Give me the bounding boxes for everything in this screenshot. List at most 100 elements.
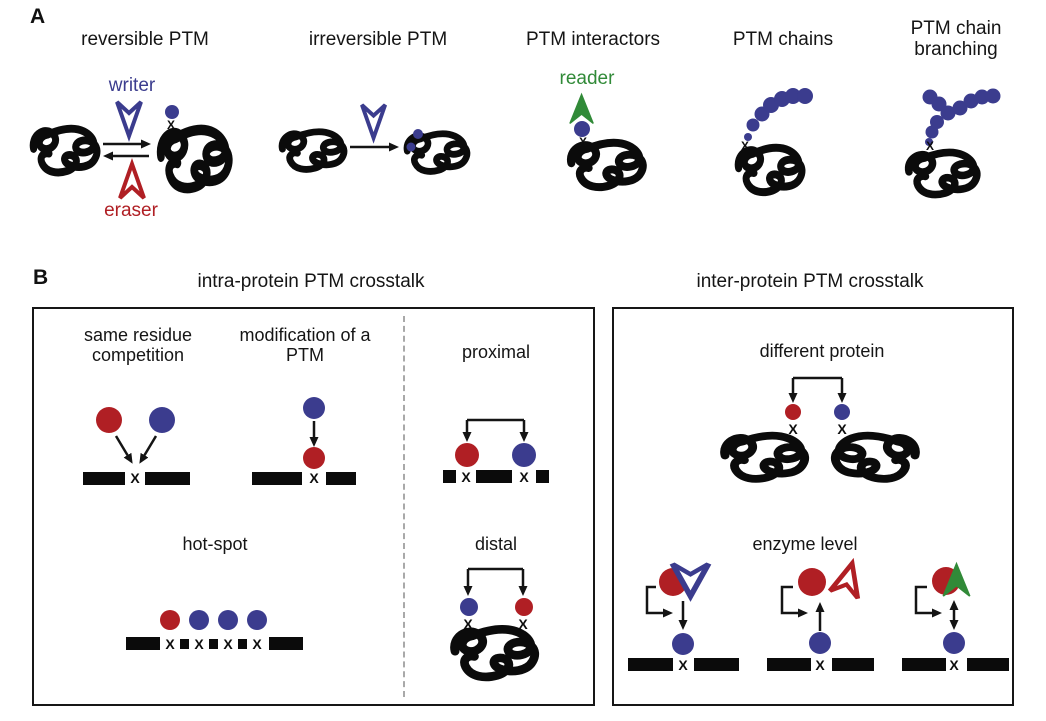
x-residue-marker: X <box>519 469 529 485</box>
x-residue-marker: X <box>815 657 825 673</box>
x-residue-marker: X <box>223 636 233 652</box>
enzyme-level-label: enzyme level <box>752 534 858 554</box>
x-residue-marker: X <box>788 421 798 437</box>
writer-arrowhead-icon <box>359 102 388 140</box>
ptm-dot-blue <box>943 632 965 654</box>
substrate-bar <box>326 472 356 485</box>
substrate-bars <box>83 470 1009 671</box>
reader-arrowhead-icon <box>569 93 594 125</box>
inter-protein-box <box>612 307 1014 706</box>
title-ptm-interactors: PTM interactors <box>525 29 661 50</box>
substrate-bar <box>628 658 673 671</box>
intra-protein-box <box>32 307 595 706</box>
substrate-bar <box>443 470 456 483</box>
panel-b-label: B <box>33 266 49 289</box>
ptm-dot-red <box>785 404 801 420</box>
substrate-bar <box>767 658 811 671</box>
branch-dot <box>952 100 968 116</box>
inter-protein-title: inter-protein PTM crosstalk <box>696 271 924 292</box>
protein-squiggle <box>571 143 643 187</box>
intra-protein-title: intra-protein PTM crosstalk <box>197 271 425 292</box>
substrate-bar <box>902 658 946 671</box>
substrate-bar <box>145 472 190 485</box>
title-reversible-ptm: reversible PTM <box>81 29 209 50</box>
eraser-arrowhead-icon <box>118 162 146 200</box>
x-residue-marker: X <box>194 636 204 652</box>
panel-a-label: A <box>30 5 46 28</box>
substrate-bar <box>238 639 247 649</box>
x-residue-marker: X <box>518 616 528 632</box>
protein-squiggle <box>407 134 467 172</box>
x-residue-marker: X <box>925 139 935 153</box>
substrate-bar <box>180 639 189 649</box>
competition-arrow-right <box>139 435 158 464</box>
ptm-dot-blue <box>672 633 694 655</box>
x-residue-marker: X <box>463 616 473 632</box>
chain-dot <box>744 133 752 141</box>
x-residue-marker: X <box>166 118 176 132</box>
chain-dot <box>746 118 760 132</box>
intra-box-divider <box>403 316 405 697</box>
branch-dot <box>974 89 990 105</box>
enzyme-dot-red <box>798 568 826 596</box>
x-residue-marker: X <box>678 657 688 673</box>
ptm-dot-blue <box>834 404 850 420</box>
substrate-bar <box>694 658 739 671</box>
title-ptm-chains: PTM chains <box>732 29 834 50</box>
substrate-bar <box>832 658 874 671</box>
enzyme-induce-arrow <box>914 585 942 618</box>
writer-arrowhead-icon <box>115 100 143 138</box>
ptm-dot-red <box>160 610 180 630</box>
ptm-dot-blue <box>460 598 478 616</box>
substrate-bar <box>83 472 125 485</box>
ptm-dot-blue <box>512 443 536 467</box>
ptm-dot-red <box>303 447 325 469</box>
ptm-dot-blue <box>247 610 267 630</box>
ptm-dot-red <box>455 443 479 467</box>
eraser-label: eraser <box>104 200 158 221</box>
ptm-dot-blue <box>406 142 416 152</box>
ptm-dot-blue <box>574 121 590 137</box>
ptm-dot-blue <box>149 407 175 433</box>
proximal-label: proximal <box>461 342 531 362</box>
ptm-dot-red <box>96 407 122 433</box>
title-irreversible-ptm: irreversible PTM <box>308 29 448 50</box>
x-residue-marker: X <box>130 470 140 486</box>
x-residue-marker: X <box>949 657 959 673</box>
modification-of-a-ptm-label: modification of a PTM <box>239 325 371 366</box>
branch-dot <box>985 88 1001 104</box>
ptm-dots <box>96 88 1001 655</box>
protein-squiggle <box>282 132 344 170</box>
protein-squiggle <box>738 148 802 192</box>
substrate-bar <box>536 470 549 483</box>
protein-squiggle <box>161 130 229 188</box>
ptm-dot-red <box>515 598 533 616</box>
chain-dot <box>797 88 813 104</box>
x-residue-marker: X <box>740 139 750 153</box>
competition-arrow-left <box>114 435 133 464</box>
different-protein-label: different protein <box>759 341 885 361</box>
hot-spot-label: hot-spot <box>182 534 248 554</box>
writer-label: writer <box>108 75 156 96</box>
ptm-dot-blue <box>809 632 831 654</box>
distal-label: distal <box>474 534 518 554</box>
enzyme-induce-arrow <box>645 585 673 618</box>
ptm-dot-blue <box>303 397 325 419</box>
substrate-bar <box>209 639 218 649</box>
branch-dot <box>925 138 933 146</box>
ptm-dot-blue <box>165 105 179 119</box>
substrate-bar <box>967 658 1009 671</box>
x-residue-marker: X <box>309 470 319 486</box>
substrate-bar <box>126 637 160 650</box>
substrate-bar <box>252 472 302 485</box>
x-residue-marker: X <box>578 135 588 149</box>
substrate-bar <box>476 470 512 483</box>
enzyme-induce-arrow <box>780 585 808 618</box>
substrate-bar <box>269 637 303 650</box>
reader-label: reader <box>559 68 615 89</box>
chain-dot <box>785 88 801 104</box>
same-residue-competition-label: same residue competition <box>83 325 193 366</box>
branch-dot <box>930 115 944 129</box>
